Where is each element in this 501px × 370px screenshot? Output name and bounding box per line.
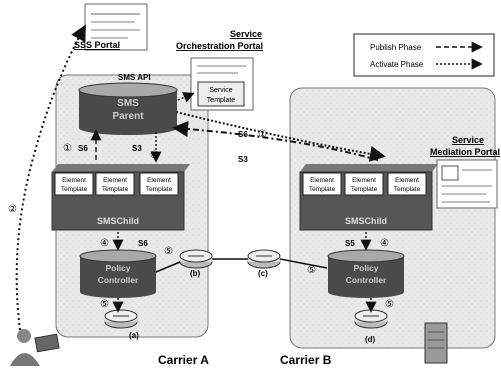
- sms-child-b: Element Template Element Template Elemen…: [300, 164, 438, 230]
- element-template-b2-label-2: Template: [351, 186, 378, 193]
- router-a: [105, 310, 137, 328]
- router-c: [248, 250, 280, 268]
- step1-label-a: ①: [63, 143, 72, 154]
- element-template-a2-label-1: Element: [103, 177, 127, 184]
- s5-label-b: S5: [345, 239, 355, 248]
- step1-label-middle: ①: [258, 129, 267, 140]
- element-template-a3-label-1: Element: [147, 177, 171, 184]
- router-d: [355, 310, 387, 328]
- s3-label-a: S3: [132, 144, 142, 153]
- s3-label-middle: S3: [238, 155, 248, 164]
- sms-parent-label-1: SMS: [117, 98, 139, 109]
- step5-label-b: ⑤: [164, 246, 173, 257]
- sms-child-a-label: SMSChild: [97, 216, 139, 226]
- router-b-label: (b): [190, 269, 201, 278]
- policy-controller-a-label-2: Controller: [98, 275, 139, 285]
- policy-controller-b-label-1: Policy: [353, 263, 378, 273]
- element-template-a3-label-2: Template: [146, 186, 173, 193]
- step5-label-d: ⑤: [385, 299, 394, 310]
- sss-portal-label: SSS Portal: [74, 40, 120, 50]
- element-template-b3-label-2: Template: [394, 186, 421, 193]
- element-template-a1-label-2: Template: [61, 186, 88, 193]
- user-icon: [10, 329, 59, 366]
- element-template-b1-label-2: Template: [309, 186, 336, 193]
- legend-activate-label: Activate Phase: [370, 60, 424, 69]
- sms-api-label: SMS API: [118, 73, 151, 82]
- carrier-b-label: Carrier B: [280, 353, 332, 367]
- step5-label-a: ⑤: [100, 299, 109, 310]
- mediation-portal-window: [437, 160, 497, 208]
- mediation-portal-label-2: Mediation Portal: [430, 147, 500, 157]
- s6-label-lower-a: S6: [138, 239, 148, 248]
- sms-parent-label-2: Parent: [112, 111, 144, 122]
- orchestration-portal-label-1: Service: [230, 29, 262, 39]
- server-icon: [425, 323, 447, 363]
- sms-child-b-label: SMSChild: [345, 216, 387, 226]
- sms-child-a: Element Template Element Template Elemen…: [52, 164, 190, 230]
- orchestration-portal-label-2: Orchestration Portal: [176, 41, 263, 51]
- mediation-portal-label-1: Service: [452, 135, 484, 145]
- element-template-a2-label-2: Template: [102, 186, 129, 193]
- s6-label-a: S6: [78, 144, 88, 153]
- carrier-a-label: Carrier A: [158, 353, 209, 367]
- orchestration-portal-window: Service Template: [191, 58, 253, 110]
- policy-controller-a-label-1: Policy: [105, 263, 130, 273]
- router-c-label: (c): [258, 269, 268, 278]
- element-template-b1-label-1: Element: [310, 177, 334, 184]
- router-d-label: (d): [365, 335, 376, 344]
- sms-parent-cylinder: SMS Parent: [79, 83, 177, 135]
- element-template-b3-label-1: Element: [395, 177, 419, 184]
- step5-label-c: ⑤: [307, 265, 316, 276]
- service-template-label-2: Template: [207, 97, 236, 104]
- legend-publish-label: Publish Phase: [370, 43, 422, 52]
- legend-box: Publish Phase Activate Phase: [354, 34, 494, 76]
- step4-label-b: ④: [380, 238, 389, 249]
- element-template-a1-label-1: Element: [62, 177, 86, 184]
- step2-label: ②: [8, 204, 17, 215]
- s6-label-middle: S6: [238, 130, 248, 139]
- step4-label-a: ④: [100, 238, 109, 249]
- router-a-label: (a): [129, 331, 139, 340]
- router-b: [180, 250, 212, 268]
- step4-label-top: ④: [150, 150, 159, 161]
- policy-controller-a: Policy Controller: [80, 250, 156, 298]
- policy-controller-b-label-2: Controller: [346, 275, 387, 285]
- service-template-label-1: Service: [209, 87, 232, 94]
- element-template-b2-label-1: Element: [352, 177, 376, 184]
- policy-controller-b: Policy Controller: [328, 250, 404, 298]
